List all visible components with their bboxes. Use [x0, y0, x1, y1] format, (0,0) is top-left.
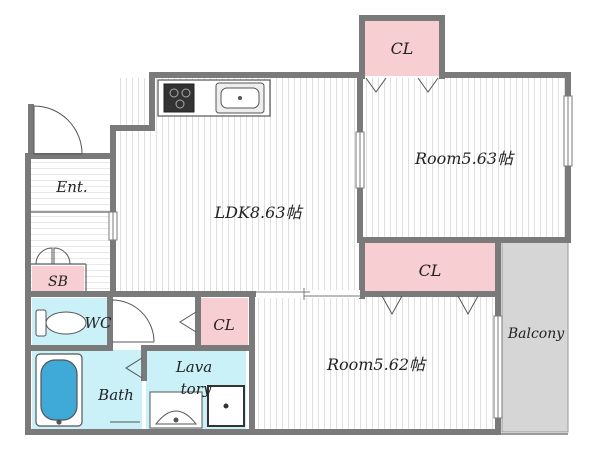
room-bottom-floor — [256, 296, 498, 430]
sb-closet — [32, 266, 84, 292]
sliding-door-ldk — [256, 288, 360, 300]
ldk-label: LDK8.63帖 — [213, 203, 303, 222]
wc-label: WC — [85, 314, 112, 332]
shoe-cabinet-doors — [35, 247, 71, 265]
bathtub-icon — [35, 353, 83, 427]
balcony-area — [501, 241, 569, 433]
closet-top-label: CL — [391, 39, 414, 58]
washing-machine-icon — [207, 385, 245, 427]
closet-mid-label: CL — [419, 261, 442, 280]
closet-small-label: CL — [213, 316, 234, 334]
stove-icon — [163, 83, 195, 113]
wc-door — [111, 299, 155, 343]
thin-partitions — [30, 211, 568, 435]
bath-label: Bath — [97, 386, 134, 404]
closet-mid — [364, 242, 498, 294]
entrance-door — [28, 104, 83, 156]
closet-doors — [179, 77, 479, 333]
entrance-label: Ent. — [55, 178, 87, 196]
toilet-icon — [35, 309, 87, 337]
lavatory-label-line1: Lava — [175, 358, 212, 376]
windows — [108, 95, 573, 419]
bath-door — [125, 357, 143, 379]
room-right-label: Room5.63帖 — [414, 149, 515, 168]
sb-label: SB — [48, 274, 68, 290]
closet-small — [200, 298, 248, 346]
room-bottom-label: Room5.62帖 — [326, 355, 427, 374]
lavatory-label-line2: tory — [181, 380, 212, 398]
balcony-label: Balcony — [507, 326, 565, 342]
washbasin-icon — [149, 391, 203, 429]
kitchen-counter — [157, 79, 271, 117]
closet-top — [364, 20, 440, 76]
room-right-floor — [362, 78, 566, 238]
